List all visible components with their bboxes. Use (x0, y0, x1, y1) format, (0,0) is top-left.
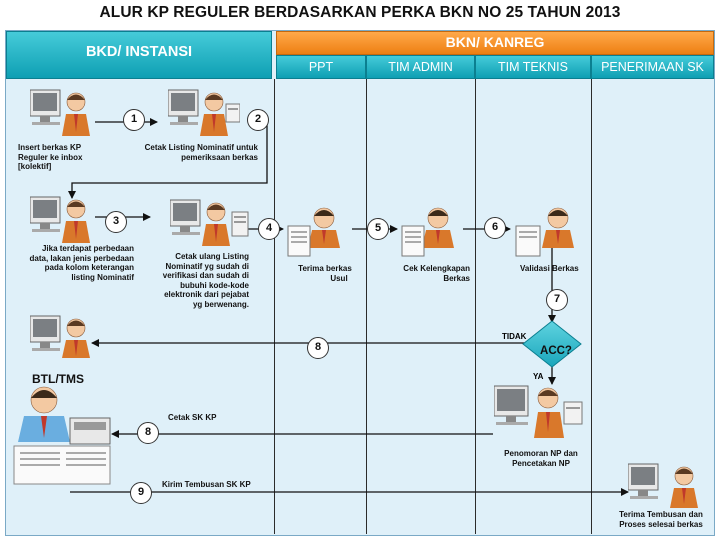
lane-divider (366, 79, 367, 534)
lane-header-tim-admin: TIM ADMIN (366, 55, 475, 79)
step-5-marker: 5 (367, 218, 389, 240)
lane-divider (475, 79, 476, 534)
officer-at-desk-icon (401, 207, 454, 257)
label-validasi: Validasi Berkas (520, 264, 579, 273)
worker-at-computer-icon (30, 89, 90, 136)
step-9-marker: 9 (130, 482, 152, 504)
step-2-marker: 2 (247, 109, 269, 131)
lane-header-bkn-label: BKN/ KANREG (445, 34, 545, 50)
step-3-marker: 3 (105, 211, 127, 233)
lane-header-ppt: PPT (276, 55, 366, 79)
worker-at-computer-icon (30, 196, 90, 243)
step-6-marker: 6 (484, 217, 506, 239)
step-8-marker: 8 (307, 337, 329, 359)
step-8-cetak-marker: 8 (137, 422, 159, 444)
worker-at-computer-icon (30, 315, 90, 358)
decision-acc (522, 320, 582, 368)
lane-header-penerimaan-sk: PENERIMAAN SK (591, 55, 714, 79)
decision-acc-label: ACC? (540, 345, 572, 357)
btl-tms-label: BTL/TMS (32, 372, 84, 386)
officer-at-desk-icon (13, 386, 111, 485)
label-cetak-sk: Cetak SK KP (168, 413, 217, 422)
page-title: ALUR KP REGULER BERDASARKAN PERKA BKN NO… (99, 4, 621, 21)
branch-tidak-label: TIDAK (502, 332, 527, 341)
officer-at-desk-icon (287, 207, 340, 257)
step-4-marker: 4 (258, 218, 280, 240)
worker-at-computer-icon (494, 385, 583, 438)
lane-header-bkd-label: BKD/ INSTANSI (85, 44, 193, 60)
label-kirim-tembusan: Kirim Tembusan SK KP (162, 480, 251, 489)
lane-header-bkd (6, 31, 272, 79)
officer-at-desk-icon (515, 207, 574, 257)
branch-ya-label: YA (533, 372, 544, 381)
step-1-marker: 1 (123, 109, 145, 131)
lane-divider (274, 79, 275, 534)
lane-header-bkn (276, 31, 714, 55)
lane-header-tim-teknis: TIM TEKNIS (475, 55, 591, 79)
step-7-marker: 7 (546, 289, 568, 311)
worker-at-computer-icon (170, 199, 249, 246)
worker-at-computer-icon (168, 89, 240, 136)
worker-at-computer-icon (628, 463, 698, 508)
lane-divider (591, 79, 592, 534)
